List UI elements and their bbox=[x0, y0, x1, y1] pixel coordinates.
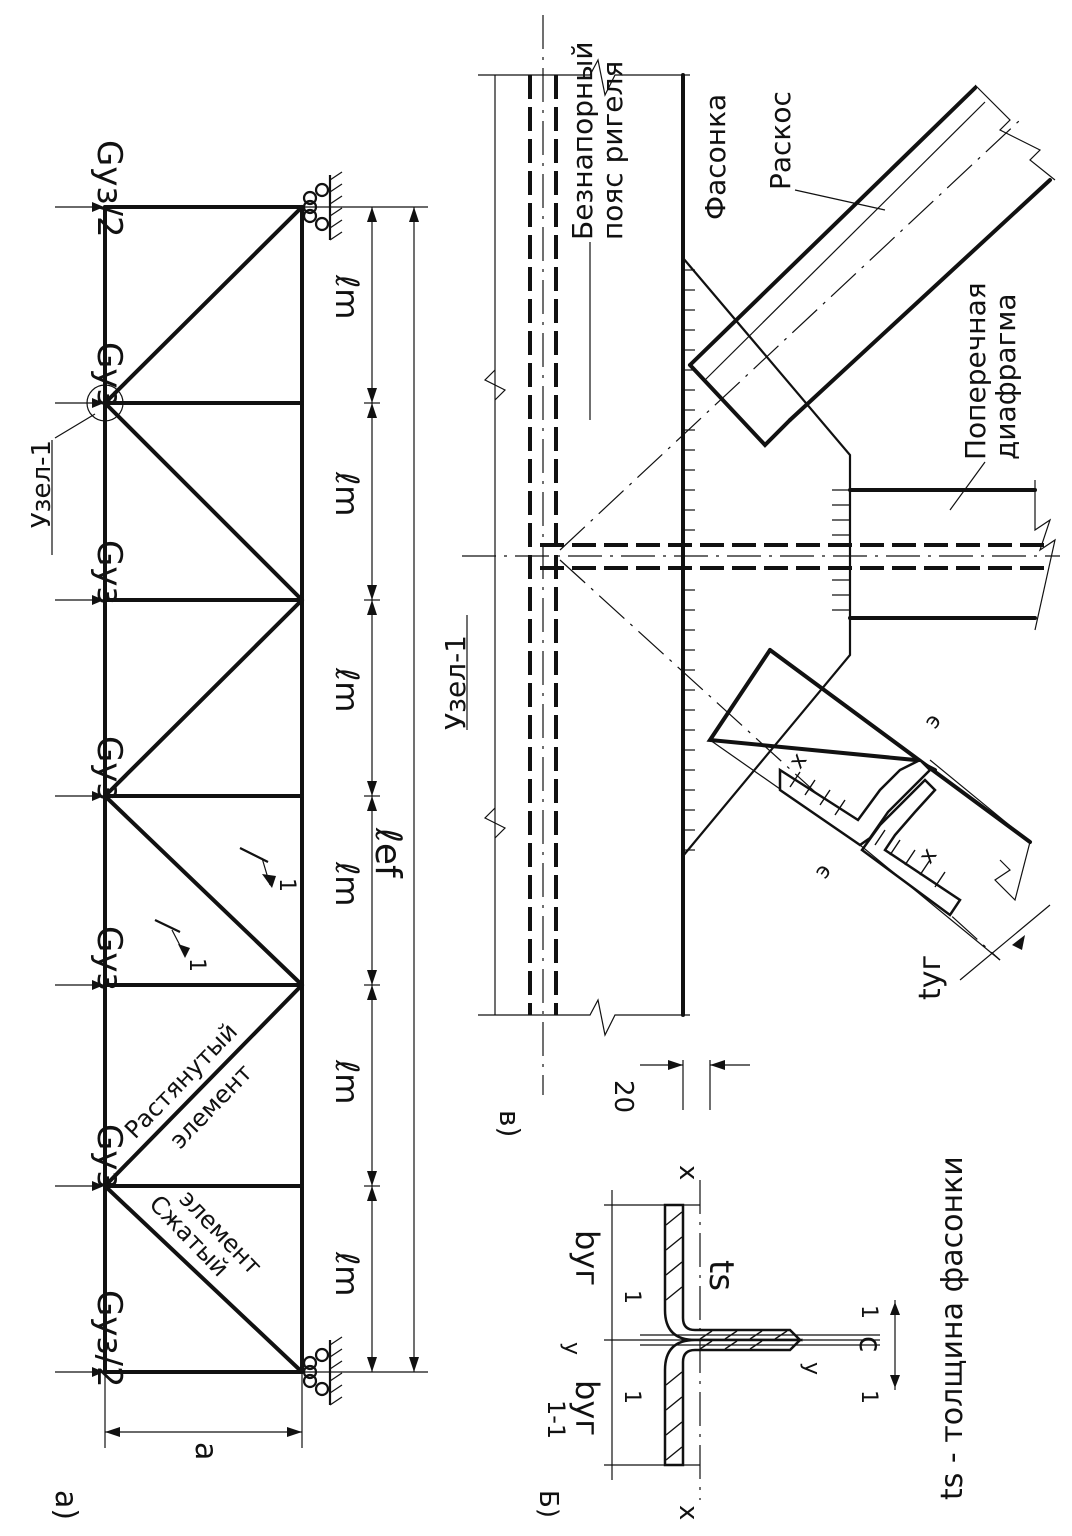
panel-length-label: ℓm bbox=[328, 1059, 366, 1104]
break-line-top bbox=[478, 58, 690, 97]
chord-label-1: Безнапорный bbox=[566, 41, 599, 240]
section-mark-1: 1 bbox=[274, 878, 299, 892]
section-cut-1-1: 1 1 bbox=[154, 847, 299, 972]
brace-break bbox=[974, 84, 1056, 181]
y-axis-label: y bbox=[559, 1342, 584, 1355]
panel-b-label: Б) bbox=[533, 1490, 563, 1518]
brace-edge bbox=[788, 178, 1052, 422]
support-top bbox=[302, 171, 343, 241]
x-label: x bbox=[784, 748, 812, 773]
angle-section-2 bbox=[860, 778, 962, 917]
angle-lower bbox=[663, 1338, 804, 1467]
brace-leader bbox=[794, 189, 886, 211]
panel-a-label: а) bbox=[48, 1490, 83, 1520]
gusset-label: Фасонка bbox=[699, 94, 732, 220]
diaphragm-label-2: диафрагма bbox=[989, 293, 1022, 460]
x-label-2: x bbox=[914, 843, 942, 868]
dim-20-label: 20 bbox=[608, 1080, 638, 1113]
section-title: 1-1 bbox=[542, 1400, 570, 1439]
section-1-1-diagram: c 1-1 bуг bуг ts Б) x x y y 1 1 1 1 ts -… bbox=[533, 1156, 970, 1520]
truss-verticals bbox=[103, 205, 304, 1374]
b-angle-label-upper: bуг bbox=[568, 1230, 606, 1286]
height-label: a bbox=[188, 1442, 223, 1460]
weld-ticks bbox=[683, 269, 695, 851]
load-label-end-top: Gуз/2 bbox=[89, 140, 129, 238]
ts-label: ts bbox=[701, 1260, 741, 1291]
one-label: 1 bbox=[619, 1390, 644, 1404]
b-angle-label-lower: bуг bbox=[568, 1380, 606, 1436]
e-label-2: э bbox=[809, 859, 836, 883]
load-label-node: Gуз bbox=[89, 1124, 129, 1189]
angle-section-1 bbox=[778, 758, 932, 847]
panel-length-label: ℓm bbox=[328, 667, 366, 712]
x-axis-label-top: x bbox=[673, 1165, 703, 1180]
panel-length-label: ℓm bbox=[328, 274, 366, 319]
node-1-leader bbox=[54, 413, 96, 439]
brace-end bbox=[688, 363, 792, 448]
one-label: 1 bbox=[856, 1305, 881, 1319]
brace-edge bbox=[688, 86, 977, 367]
t-angle-label: tуг bbox=[913, 955, 948, 1000]
load-label-node: Gуз bbox=[89, 926, 129, 991]
panel-dimension-chain bbox=[302, 206, 428, 1373]
load-label-node: Gуз bbox=[89, 342, 129, 407]
load-label-node: Gуз bbox=[89, 736, 129, 801]
truss-diagonals bbox=[103, 205, 304, 1374]
height-dimension bbox=[104, 1372, 303, 1448]
brace-label: Раскос bbox=[764, 91, 797, 190]
ts-note: ts - толщина фасонки bbox=[935, 1156, 970, 1500]
one-label: 1 bbox=[856, 1390, 881, 1404]
lower-brace-edge bbox=[768, 648, 1032, 844]
angle-hatching bbox=[665, 1211, 788, 1461]
truss-diagram: Gуз/2 Gуз Gуз Gуз Gуз Gуз Gуз/2 Узел-1 С… bbox=[27, 140, 428, 1520]
one-label: 1 bbox=[619, 1290, 644, 1304]
panel-length-label: ℓm bbox=[328, 1251, 366, 1296]
load-label-node: Gуз bbox=[89, 540, 129, 605]
e-label: э bbox=[919, 709, 946, 733]
dim-c-label: c bbox=[852, 1336, 887, 1353]
node-1-detail: Безнапорный пояс ригеля Фасонка Раскос П… bbox=[439, 15, 1060, 1137]
y-axis-label-2: y bbox=[799, 1362, 824, 1375]
section-mark-1: 1 bbox=[184, 958, 209, 972]
span-dimension bbox=[409, 207, 419, 1372]
load-label-end-bottom: Gуз/2 bbox=[89, 1290, 129, 1388]
diaphragm-break bbox=[1034, 480, 1056, 631]
support-bottom bbox=[302, 1336, 343, 1406]
panel-v-label: в) bbox=[493, 1110, 526, 1137]
span-length-label: ℓef bbox=[367, 827, 408, 879]
diaphragm-label-1: Поперечная bbox=[959, 282, 992, 460]
chord-label-2: пояс ригеля bbox=[596, 61, 629, 240]
lower-brace-end bbox=[706, 648, 937, 772]
panel-length-label: ℓm bbox=[328, 861, 366, 906]
break-line-bottom bbox=[478, 998, 690, 1037]
load-arrows bbox=[55, 202, 104, 1377]
panel-length-label: ℓm bbox=[328, 471, 366, 516]
x-axis-label-bottom: x bbox=[673, 1505, 703, 1520]
